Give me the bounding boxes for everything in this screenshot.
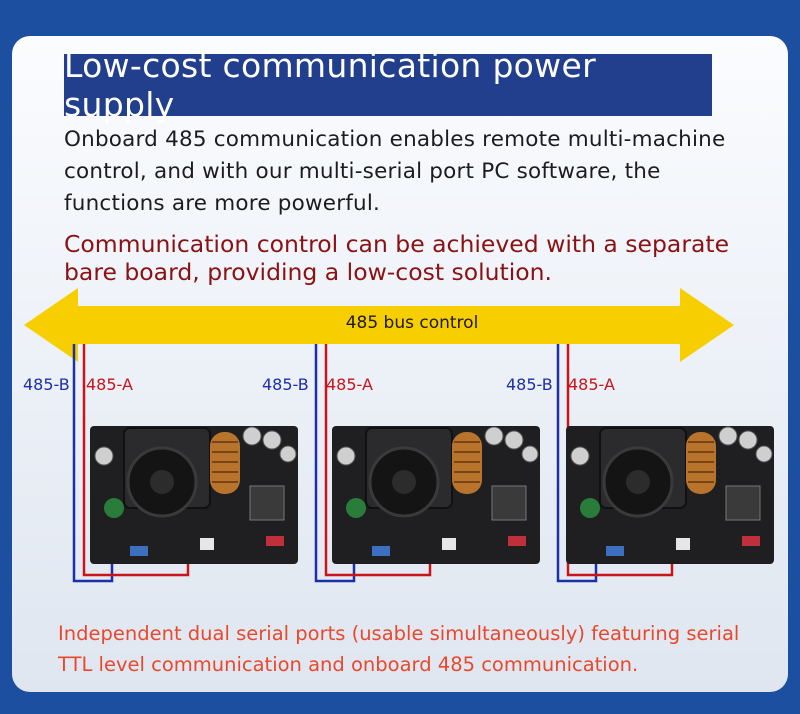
wire-label-a-1: 485-A: [86, 375, 133, 394]
power-board-2: [332, 426, 540, 564]
power-board-3: [566, 426, 774, 564]
bus-arrow: [24, 288, 734, 362]
wire-label-a-3: 485-A: [568, 375, 615, 394]
bus-diagram: [24, 288, 774, 583]
wire-label-a-2: 485-A: [326, 375, 373, 394]
wire-label-b-3: 485-B: [506, 375, 553, 394]
power-board-1: [90, 426, 298, 564]
wire-label-b-1: 485-B: [23, 375, 70, 394]
intro-paragraph: Onboard 485 communication enables remote…: [64, 127, 726, 216]
content-panel: Low-cost communication power supply Onbo…: [12, 36, 788, 692]
footer-note: Independent dual serial ports (usable si…: [58, 622, 740, 676]
highlight-note: Communication control can be achieved wi…: [64, 230, 730, 286]
bus-label: 485 bus control: [345, 313, 479, 333]
wire-label-b-2: 485-B: [262, 375, 309, 394]
